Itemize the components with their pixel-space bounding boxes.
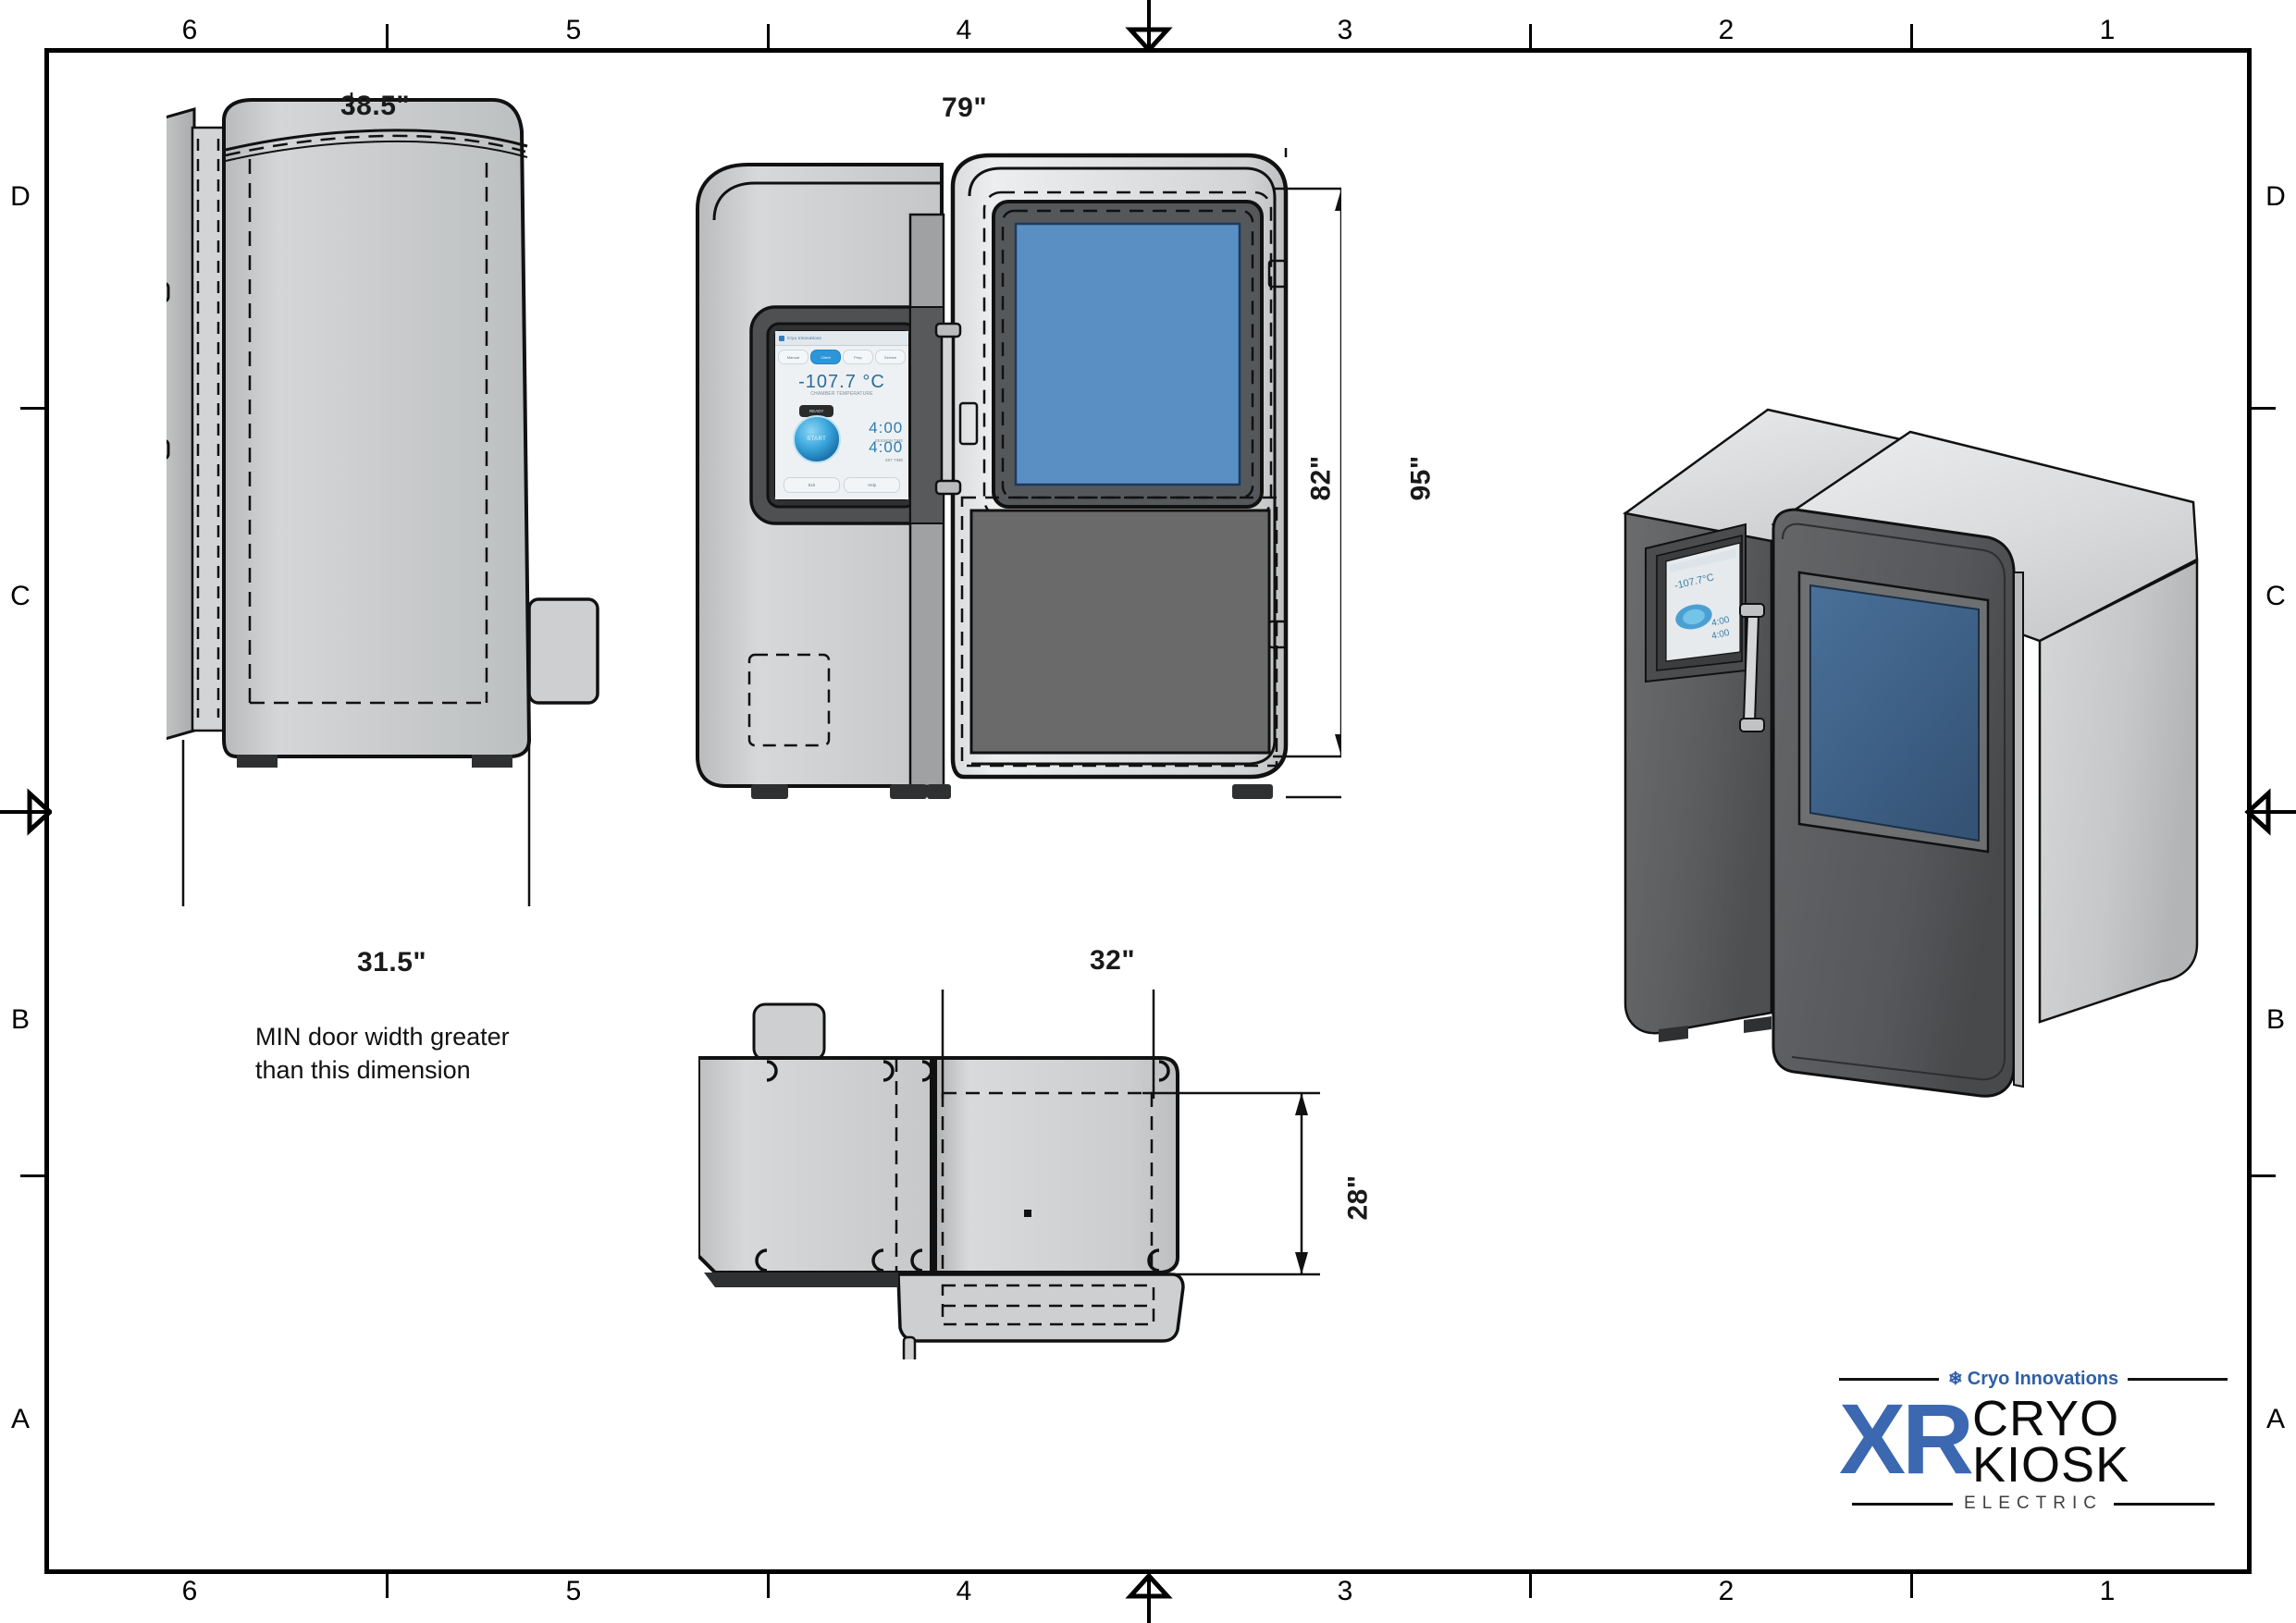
zone-row-D-right: D <box>2265 181 2286 212</box>
dimension-top-width: 28" <box>1342 1174 1374 1221</box>
hmi-temperature-label: CHAMBER TEMPERATURE <box>810 390 873 397</box>
frame-tick-right <box>2252 407 2276 410</box>
zone-column-4-top: 4 <box>956 15 972 45</box>
logo-rule-left <box>1839 1377 1939 1381</box>
hmi-titlebar: Cryo Innovations <box>775 331 908 347</box>
logo-brandline-text: Cryo Innovations <box>1967 1368 2119 1389</box>
hmi-session-timer: 4:00 <box>869 418 904 436</box>
logo-subtitle-row: ELECTRIC <box>1839 1494 2228 1514</box>
logo-main-row: XR CRYO KIOSK <box>1839 1383 2228 1494</box>
side-view-drawing <box>167 92 599 906</box>
zone-row-C-left: C <box>10 581 31 611</box>
datum-marker-top-icon <box>1125 0 1173 52</box>
logo-subrule-left <box>1852 1502 1954 1506</box>
zone-column-3-top: 3 <box>1337 15 1353 45</box>
frame-tick-bottom <box>767 1574 770 1598</box>
logo-words: CRYO KIOSK <box>1972 1391 2130 1493</box>
hmi-status-badge: READY <box>798 405 834 417</box>
logo-rule-right <box>2128 1377 2228 1381</box>
hmi-tab-bar[interactable]: Manual Client Prep Service <box>777 350 907 365</box>
hmi-help-button[interactable]: Help <box>844 477 901 493</box>
zone-row-B-right: B <box>2265 1004 2285 1035</box>
hmi-touchscreen[interactable]: Cryo Innovations Manual Client Prep Serv… <box>775 331 908 499</box>
svg-text:4:00: 4:00 <box>1710 628 1731 642</box>
hmi-tab-service[interactable]: Service <box>875 350 907 365</box>
zone-column-1-bottom: 1 <box>2099 1576 2116 1606</box>
isometric-view-drawing: -107.7°C 4:00 4:00 <box>1623 408 2199 1098</box>
hmi-session-timer-label: SESSION TIME <box>874 437 904 443</box>
frame-tick-left <box>20 1174 44 1177</box>
logo-subtitle: ELECTRIC <box>1964 1494 2103 1514</box>
logo-title-block: ❄ Cryo Innovations XR CRYO KIOSK ELECTRI… <box>1839 1367 2228 1538</box>
zone-row-B-left: B <box>10 1004 30 1035</box>
zone-column-4-bottom: 4 <box>956 1576 972 1606</box>
front-view-drawing <box>696 148 1341 799</box>
zone-column-3-bottom: 3 <box>1337 1576 1353 1606</box>
logo-brand-row: ❄ Cryo Innovations <box>1839 1367 2228 1391</box>
dimension-front-door-height: 82" <box>1305 455 1337 501</box>
hmi-tab-prep[interactable]: Prep <box>843 350 874 365</box>
svg-text:4:00: 4:00 <box>1710 615 1731 629</box>
frame-tick-right <box>2252 1174 2276 1177</box>
zone-column-6-bottom: 6 <box>181 1576 198 1606</box>
zone-row-D-left: D <box>10 181 31 212</box>
zone-column-2-bottom: 2 <box>1718 1576 1734 1606</box>
dimension-side-width-top: 38.5" <box>340 91 411 121</box>
zone-row-A-right: A <box>2265 1404 2285 1434</box>
frame-tick-top <box>1529 24 1532 48</box>
zone-row-A-left: A <box>10 1404 30 1434</box>
frame-tick-bottom <box>386 1574 389 1598</box>
hmi-app-title: Cryo Innovations <box>787 336 821 341</box>
hmi-exit-button[interactable]: Exit <box>783 477 840 493</box>
logo-word-cryo: CRYO <box>1972 1391 2120 1446</box>
dimension-side-width-bottom: 31.5" <box>357 947 427 977</box>
frame-tick-top <box>386 24 389 48</box>
hmi-start-button[interactable]: START <box>792 415 841 463</box>
top-view-drawing <box>698 990 1320 1359</box>
zone-column-5-bottom: 5 <box>565 1576 582 1606</box>
hmi-set-timer-label: SET TIME <box>884 458 904 463</box>
note-min-door-width: MIN door width greater than this dimensi… <box>255 1023 510 1084</box>
frame-tick-left <box>20 407 44 410</box>
datum-marker-bottom-icon <box>1125 1572 1173 1623</box>
hmi-logo-icon <box>779 335 784 341</box>
hmi-tab-manual[interactable]: Manual <box>777 350 809 365</box>
snowflake-icon: ❄ <box>1947 1369 1963 1389</box>
zone-row-C-right: C <box>2265 581 2286 611</box>
datum-marker-right-icon <box>2244 788 2296 836</box>
hmi-set-timer: 4:00 <box>869 438 904 457</box>
dimension-top-depth: 32" <box>1090 945 1136 976</box>
logo-xr-mark: XR <box>1839 1383 1974 1494</box>
frame-tick-top <box>767 24 770 48</box>
dimension-front-overall-width: 79" <box>942 92 988 123</box>
hmi-temperature-readout: -107.7 °C <box>798 371 885 392</box>
frame-tick-bottom <box>1529 1574 1532 1598</box>
hmi-tab-client[interactable]: Client <box>809 350 841 365</box>
logo-word-kiosk: KIOSK <box>1972 1436 2130 1493</box>
logo-brandline: ❄ Cryo Innovations <box>1948 1369 2118 1390</box>
frame-tick-bottom <box>1910 1574 1913 1598</box>
frame-border-bottom <box>44 1569 2252 1574</box>
zone-column-5-top: 5 <box>565 15 582 45</box>
datum-marker-left-icon <box>0 788 52 836</box>
logo-subrule-right <box>2113 1502 2215 1506</box>
zone-column-1-top: 1 <box>2099 15 2116 45</box>
zone-column-6-top: 6 <box>181 15 198 45</box>
hmi-footer-bar[interactable]: Exit Help <box>783 477 901 493</box>
dimension-front-overall-height: 95" <box>1405 455 1437 501</box>
zone-column-2-top: 2 <box>1718 15 1734 45</box>
frame-tick-top <box>1910 24 1913 48</box>
